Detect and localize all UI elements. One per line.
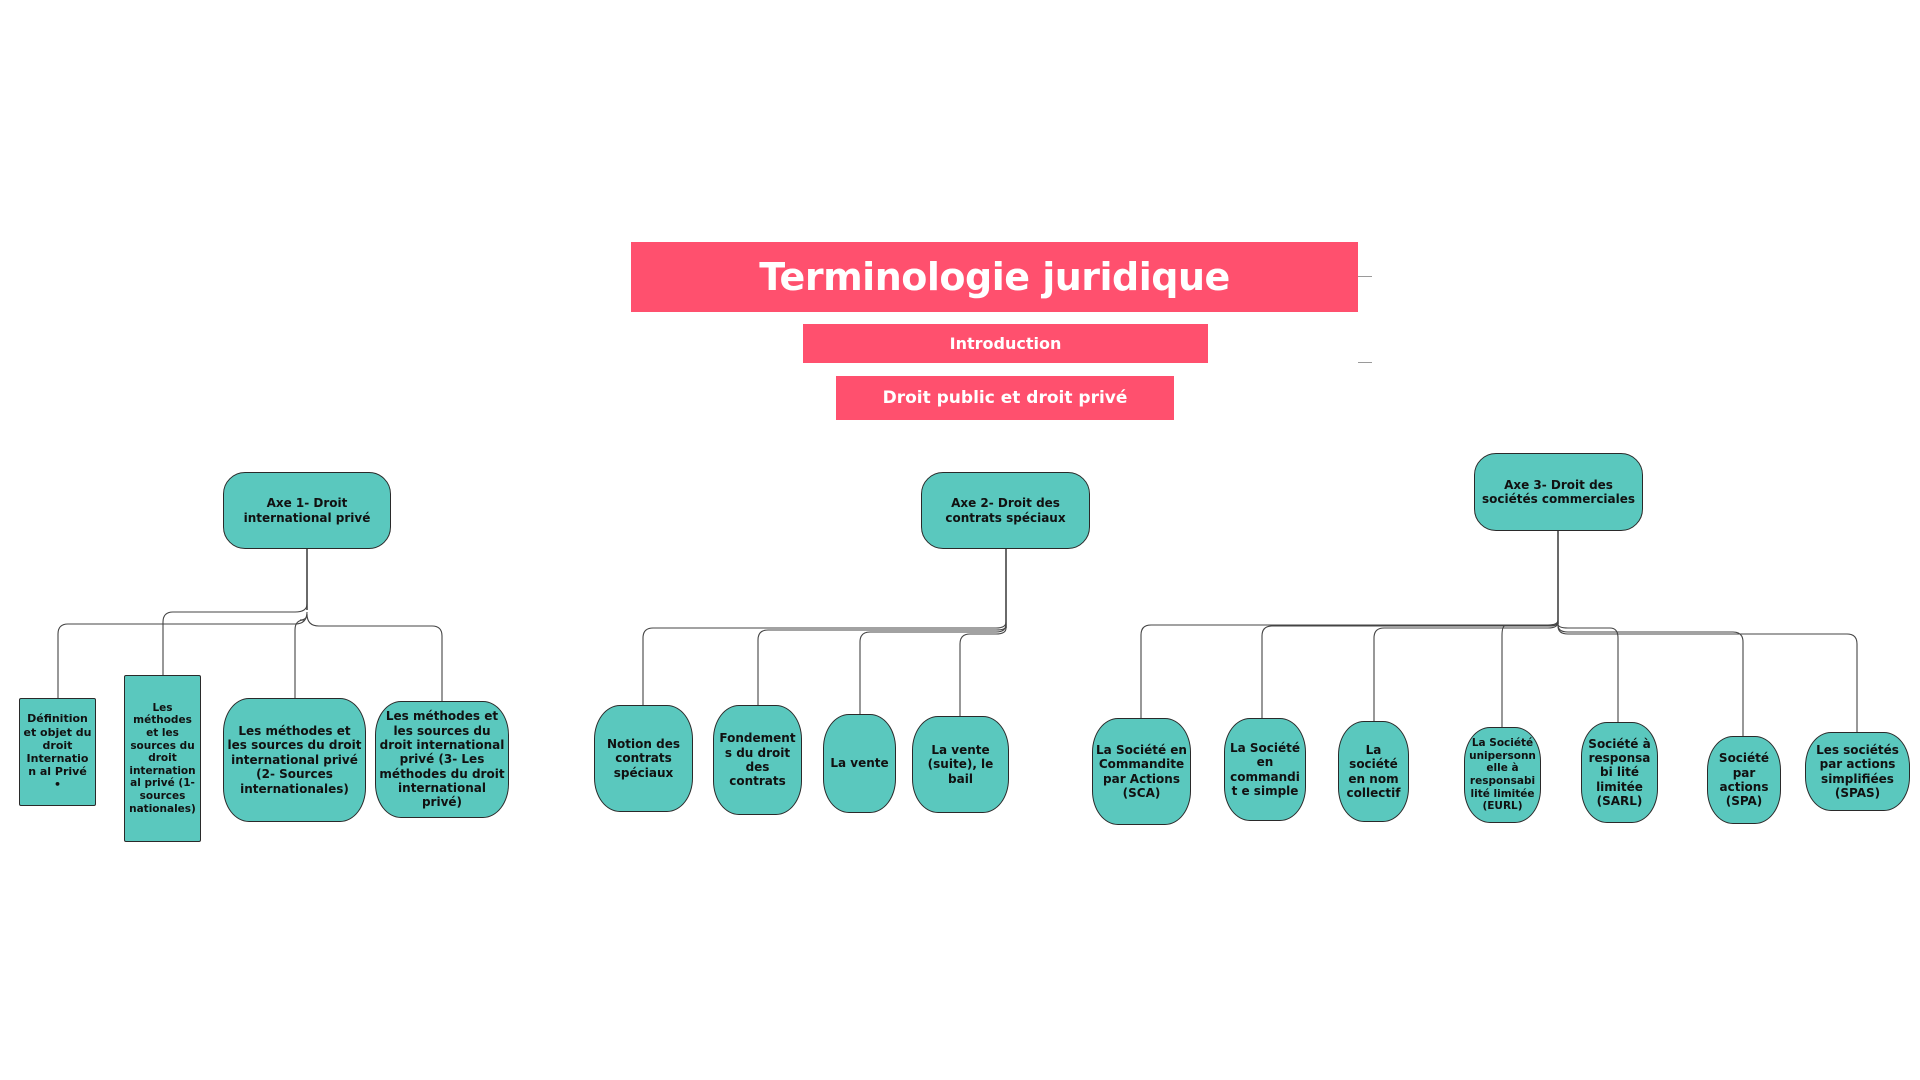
connector-axe3-child2	[1261, 620, 1559, 720]
axe3-child-eurl[interactable]: La Société unipersonn elle à responsabi …	[1464, 727, 1541, 823]
axe2-child-vente[interactable]: La vente	[823, 714, 896, 813]
intro-side-mark	[1358, 362, 1372, 363]
connector-axe1-child4	[306, 613, 443, 703]
axe1-node[interactable]: Axe 1- Droit international privé	[223, 472, 391, 549]
connector-axe3-child4	[1501, 622, 1559, 728]
connector-axe2-child3	[859, 623, 1007, 716]
main-title: Terminologie juridique	[631, 242, 1358, 312]
connector-axe1-child2	[162, 603, 308, 676]
axe1-child-sources-internationales[interactable]: Les méthodes et les sources du droit int…	[223, 698, 366, 822]
axe3-node[interactable]: Axe 3- Droit des sociétés commerciales	[1474, 453, 1643, 531]
axe1-child-definition-objet[interactable]: Définition et objet du droit Internation…	[19, 698, 96, 806]
axe3-child-spas[interactable]: Les sociétés par actions simplifiées (SP…	[1805, 732, 1910, 811]
connector-axe2-child1	[642, 621, 1007, 706]
axe2-child-vente-bail[interactable]: La vente (suite), le bail	[912, 716, 1009, 813]
connector-axe3-child5	[1557, 623, 1619, 724]
axe1-child-methodes[interactable]: Les méthodes et les sources du droit int…	[375, 701, 509, 818]
connector-axe2-child2	[757, 625, 1007, 706]
axe3-child-spa[interactable]: Société par actions (SPA)	[1707, 736, 1781, 824]
axe2-node[interactable]: Axe 2- Droit des contrats spéciaux	[921, 472, 1090, 549]
axe3-child-sarl[interactable]: Société à responsabi lité limitée (SARL)	[1581, 722, 1658, 823]
axe1-child-sources-nationales[interactable]: Les méthodes et les sources du droit int…	[124, 675, 201, 842]
connector-axe3-child1	[1140, 619, 1559, 720]
introduction-banner[interactable]: Introduction	[803, 324, 1208, 363]
connector-axe1-child3	[294, 613, 308, 700]
axe3-child-sca[interactable]: La Société en Commandite par Actions (SC…	[1092, 718, 1191, 825]
axe2-child-fondements[interactable]: Fondements du droit des contrats	[713, 705, 802, 815]
title-side-mark	[1358, 276, 1372, 277]
droit-public-prive-banner[interactable]: Droit public et droit privé	[836, 376, 1174, 420]
connector-axe3-child3	[1373, 621, 1559, 722]
connector-axe3-child7	[1557, 625, 1858, 732]
axe2-child-notion-contrats[interactable]: Notion des contrats spéciaux	[594, 705, 693, 812]
axe3-child-commandite-simple[interactable]: La Société en commandit e simple	[1224, 718, 1306, 821]
connector-axe3-child6	[1557, 624, 1744, 737]
axe3-child-nom-collectif[interactable]: La société en nom collectif	[1338, 721, 1409, 822]
connector-axe2-child4	[959, 627, 1007, 716]
